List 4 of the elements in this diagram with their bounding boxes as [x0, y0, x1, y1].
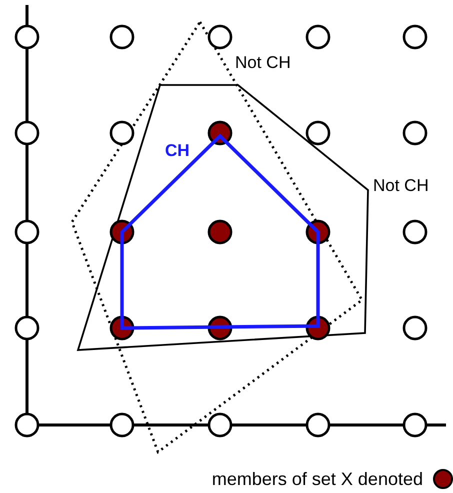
hull-label: CH — [165, 142, 190, 159]
legend-text: members of set X denoted — [212, 470, 423, 488]
region-label: Not CH — [235, 54, 291, 71]
region-label: Not CH — [373, 177, 429, 194]
